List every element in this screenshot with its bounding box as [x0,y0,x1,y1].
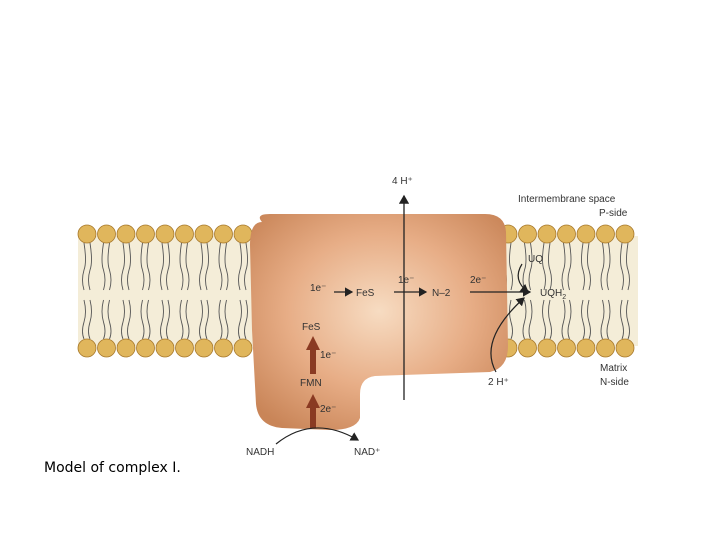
lipid-tail [528,242,533,340]
lipid-tail [238,242,242,340]
lipid-tail [140,242,145,340]
lipid-head [576,338,596,358]
label-e-1-mid: 1e⁻ [398,275,414,286]
label-uq: UQ [528,254,543,265]
label-4h-plus: 4 H⁺ [392,176,413,187]
label-uqh2: UQH2 [540,288,566,301]
lipid-head [537,224,557,244]
label-2h-plus: 2 H⁺ [488,377,509,388]
lipid-head [194,338,214,358]
lipid-head [615,338,635,358]
lipid-head [537,338,557,358]
lipid-head [155,224,175,244]
complex-i-protein [250,214,508,430]
lipid-head [214,338,233,358]
lipid-tail [179,242,184,340]
lipid-tail [166,242,170,340]
label-matrix: Matrix [600,363,627,374]
two-h-curve-arrow [490,297,525,373]
lipid-tail [107,242,112,340]
label-e-2-right: 2e⁻ [470,275,486,286]
lipid-head [97,338,116,358]
lipid-tail [146,242,151,340]
label-e-1-left: 1e⁻ [310,283,326,294]
label-fes-lower: FeS [302,322,321,333]
figure-caption: Model of complex I. [44,460,181,476]
lipid-head [175,338,194,358]
lipid-head [557,338,576,358]
uq-curve-arrow [517,263,529,293]
lipid-tail [218,242,223,340]
lipid-head [518,338,537,358]
lipid-tail [205,242,209,340]
lipid-tail [626,242,630,340]
lipid-head [97,224,116,244]
arrow-head-lower [306,394,320,408]
lipid-head [77,338,97,358]
lipid-tail [185,242,190,340]
lipid-head [615,224,635,244]
lipid-tail [127,242,131,340]
lipid-tail [509,242,513,340]
lipid-head [77,224,97,244]
label-e-2-vertical: 2e⁻ [320,404,336,415]
lipid-tail [101,242,106,340]
arrow-head-upper [306,336,320,350]
lipid-tail [160,242,164,340]
lipid-head [175,224,194,244]
electron-path-fmn [306,336,320,428]
label-n2: N–2 [432,288,451,299]
lipid-tail [121,242,125,340]
lipid-head [116,224,136,244]
lipid-head [233,224,253,244]
lipid-tail [561,242,566,340]
lipid-tail [82,242,86,340]
lipid-head [596,338,615,358]
lipid-tail [567,242,572,340]
lipid-tail [548,242,552,340]
lipid-tail [244,242,248,340]
lipid-head [194,224,214,244]
lipid-head [576,224,596,244]
lipid-head [155,338,175,358]
lipid-head [557,224,576,244]
lipid-tail [542,242,546,340]
label-intermembrane-space: Intermembrane space [518,194,616,205]
lipid-tail [587,242,591,340]
lipid-tail [620,242,624,340]
nadh-curve-arrow [275,427,360,445]
lipid-tail [581,242,585,340]
label-fmn: FMN [300,378,322,389]
label-e-1-vertical: 1e⁻ [320,350,336,361]
lipid-head [136,224,155,244]
label-p-side: P-side [599,208,628,219]
lipid-tail [88,242,92,340]
lipid-tail [224,242,229,340]
arrow-shaft-lower [310,406,316,428]
lipid-heads-top [77,224,635,244]
lipid-head [214,224,233,244]
lipid-tails [82,242,630,340]
lipid-head [233,338,253,358]
label-nadh: NADH [246,447,274,458]
lipid-tail [199,242,203,340]
arrow-shaft-upper [310,348,316,374]
lipid-heads-bottom [77,338,635,358]
lipid-head [116,338,136,358]
lipid-tail [600,242,605,340]
lipid-head [518,224,537,244]
label-n-side: N-side [600,377,629,388]
label-fes-upper: FeS [356,288,375,299]
lipid-head [136,338,155,358]
label-nad-plus: NAD⁺ [354,447,380,458]
lipid-head [596,224,615,244]
lipid-tail [606,242,611,340]
